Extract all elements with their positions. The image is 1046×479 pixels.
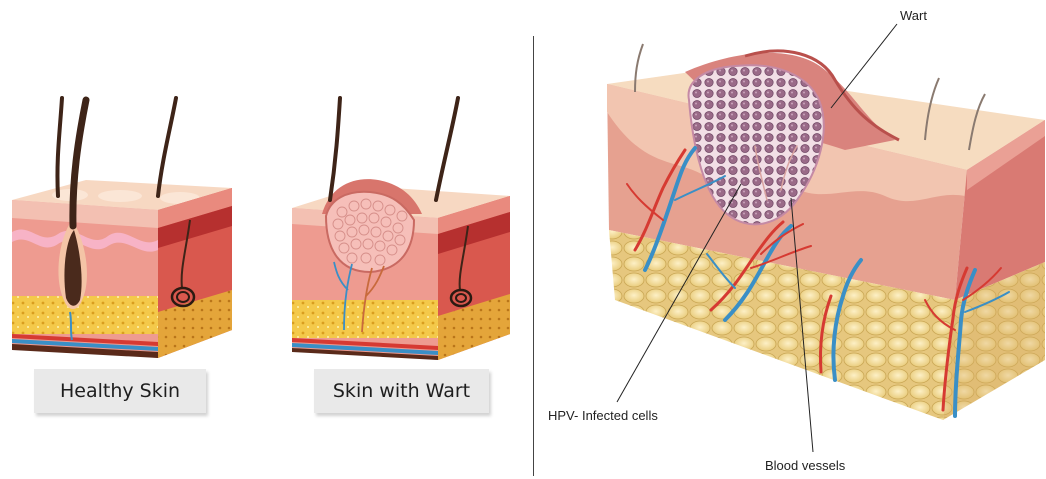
hair (330, 98, 340, 200)
hpv-infected-cells-label: HPV- Infected cells (548, 408, 658, 423)
hair (57, 98, 62, 196)
healthy-skin-caption: Healthy Skin (34, 369, 206, 413)
wart-skin-block (292, 98, 510, 360)
hair (436, 98, 458, 200)
hair (158, 98, 176, 196)
healthy-skin-block (12, 98, 232, 358)
panel-divider (533, 36, 534, 476)
wart-skin-caption: Skin with Wart (314, 369, 489, 413)
blood-vessels-label: Blood vessels (765, 458, 845, 473)
wart-label: Wart (900, 8, 927, 23)
left-illustration-panel: Healthy Skin Skin with Wart (0, 0, 530, 479)
